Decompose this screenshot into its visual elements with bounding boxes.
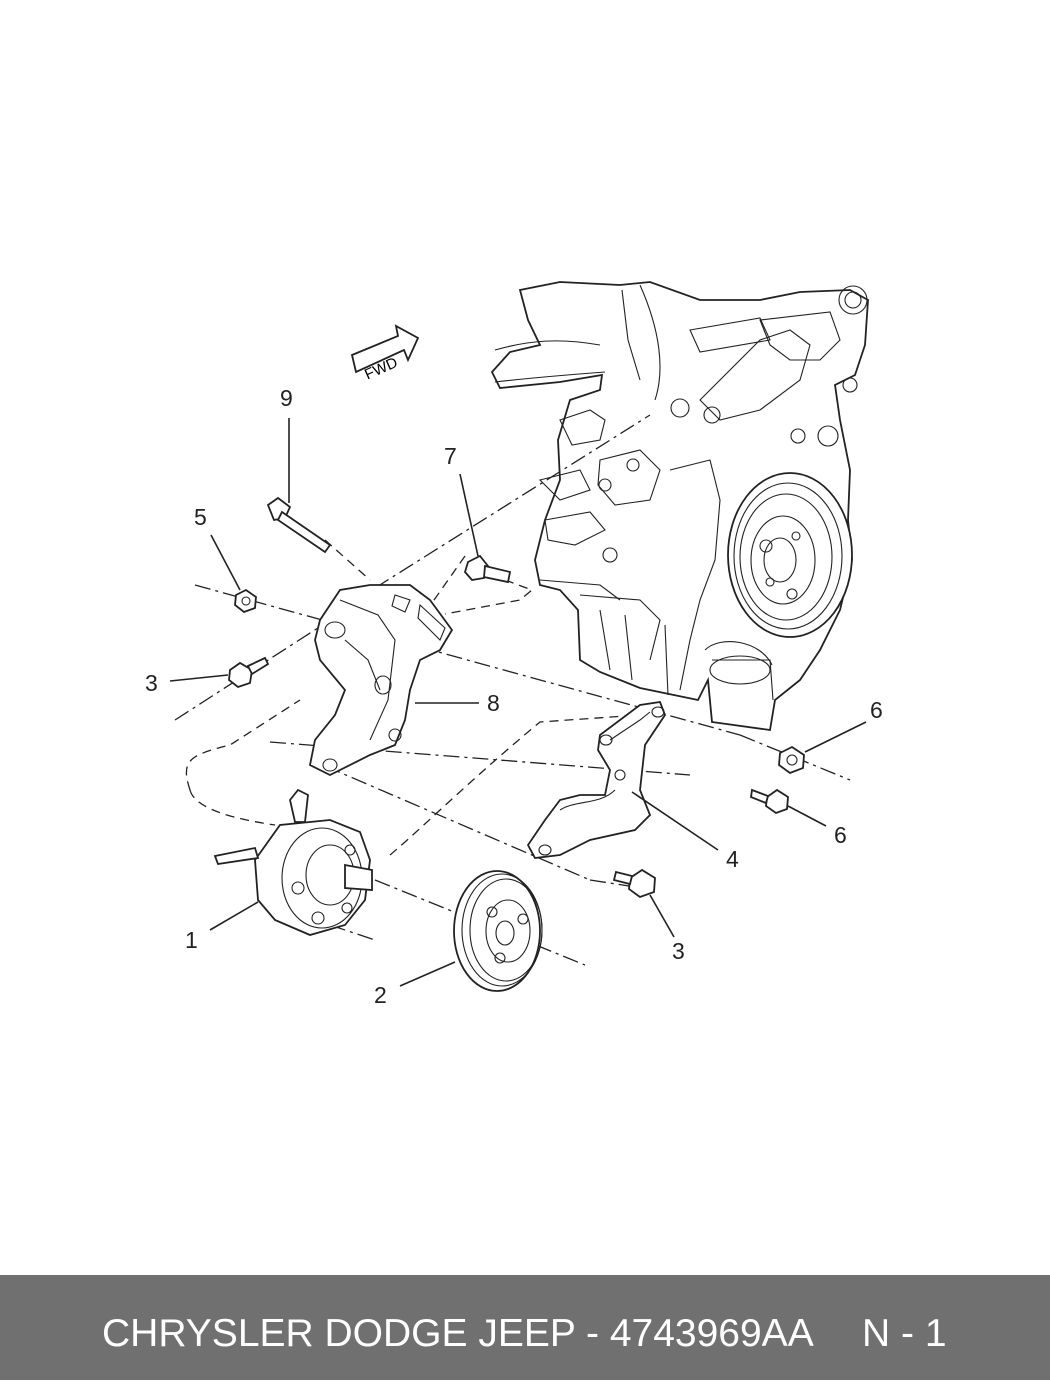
pulley-part-2 [453, 870, 543, 992]
bolt-part-3-left [228, 656, 270, 689]
callout-7: 7 [444, 443, 457, 469]
bolt-part-5 [750, 788, 789, 815]
pump-part-1 [213, 788, 373, 936]
bolt-part-3-right [612, 868, 656, 899]
callout-2: 2 [374, 982, 387, 1008]
callout-labels: 9 5 7 3 8 6 6 4 3 1 2 [145, 385, 883, 1008]
part-number-title: CHRYSLER DODGE JEEP - 4743969AA [102, 1312, 814, 1355]
callout-6-left: 5 [194, 504, 207, 530]
callout-3-right: 3 [672, 938, 685, 964]
page-number: N - 1 [862, 1312, 947, 1355]
fwd-arrow-icon: FWD [350, 324, 420, 383]
leader-lines [169, 418, 867, 987]
callout-8: 8 [487, 690, 500, 716]
engine-block [490, 281, 869, 732]
callout-4: 4 [726, 846, 739, 872]
footer-bar: CHRYSLER DODGE JEEP - 4743969AA N - 1 [0, 1275, 1050, 1380]
exploded-parts-diagram: FWD [145, 281, 883, 1008]
bracket-part-4 [526, 701, 667, 859]
callout-9: 9 [280, 385, 293, 411]
callout-6-right: 6 [870, 697, 883, 723]
callout-1: 1 [185, 927, 198, 953]
stud-part-7 [463, 554, 512, 584]
callout-5: 6 [834, 822, 847, 848]
callout-3-left: 3 [145, 670, 158, 696]
nut-part-6-left [234, 588, 257, 614]
nut-part-6-right [778, 745, 805, 775]
bracket-part-8 [308, 584, 454, 777]
bolt-part-9 [266, 496, 332, 554]
